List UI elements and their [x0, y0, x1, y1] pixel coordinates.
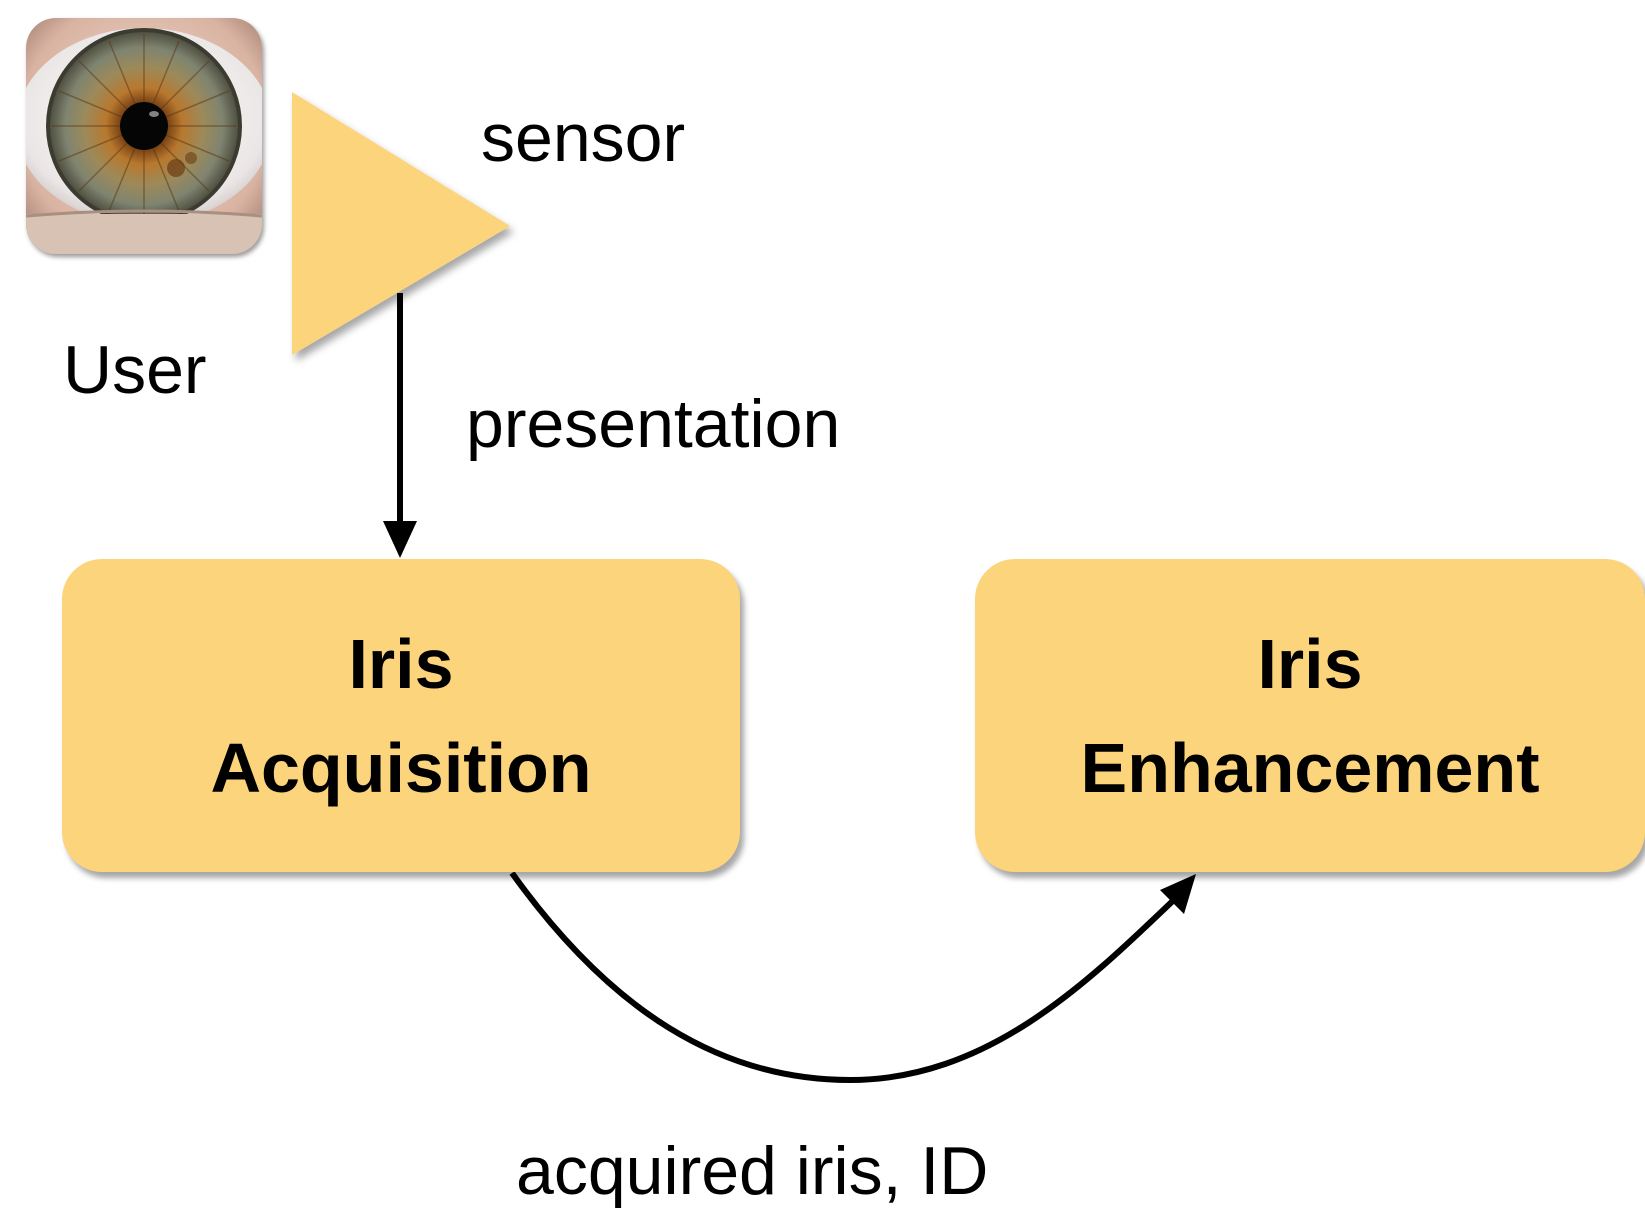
sensor-label: sensor [481, 100, 686, 176]
acquired-arrow [509, 871, 1183, 1084]
presentation-label: presentation [466, 386, 841, 462]
iris-acquisition-node: Iris Acquisition [62, 559, 740, 872]
eye-icon [26, 18, 262, 254]
iris-acquisition-line2: Acquisition [210, 728, 592, 807]
iris-enhancement-node: Iris Enhancement [975, 559, 1645, 872]
sensor-triangle-icon [292, 92, 510, 355]
iris-enhancement-line1: Iris [1257, 624, 1363, 703]
iris-enhancement-line2: Enhancement [1080, 728, 1540, 807]
iris-acquisition-line1: Iris [348, 624, 454, 703]
acquired-iris-label: acquired iris, ID [516, 1133, 989, 1209]
user-label: User [63, 332, 207, 408]
presentation-arrowhead [383, 521, 417, 558]
acquired-arrowhead [1160, 874, 1196, 914]
